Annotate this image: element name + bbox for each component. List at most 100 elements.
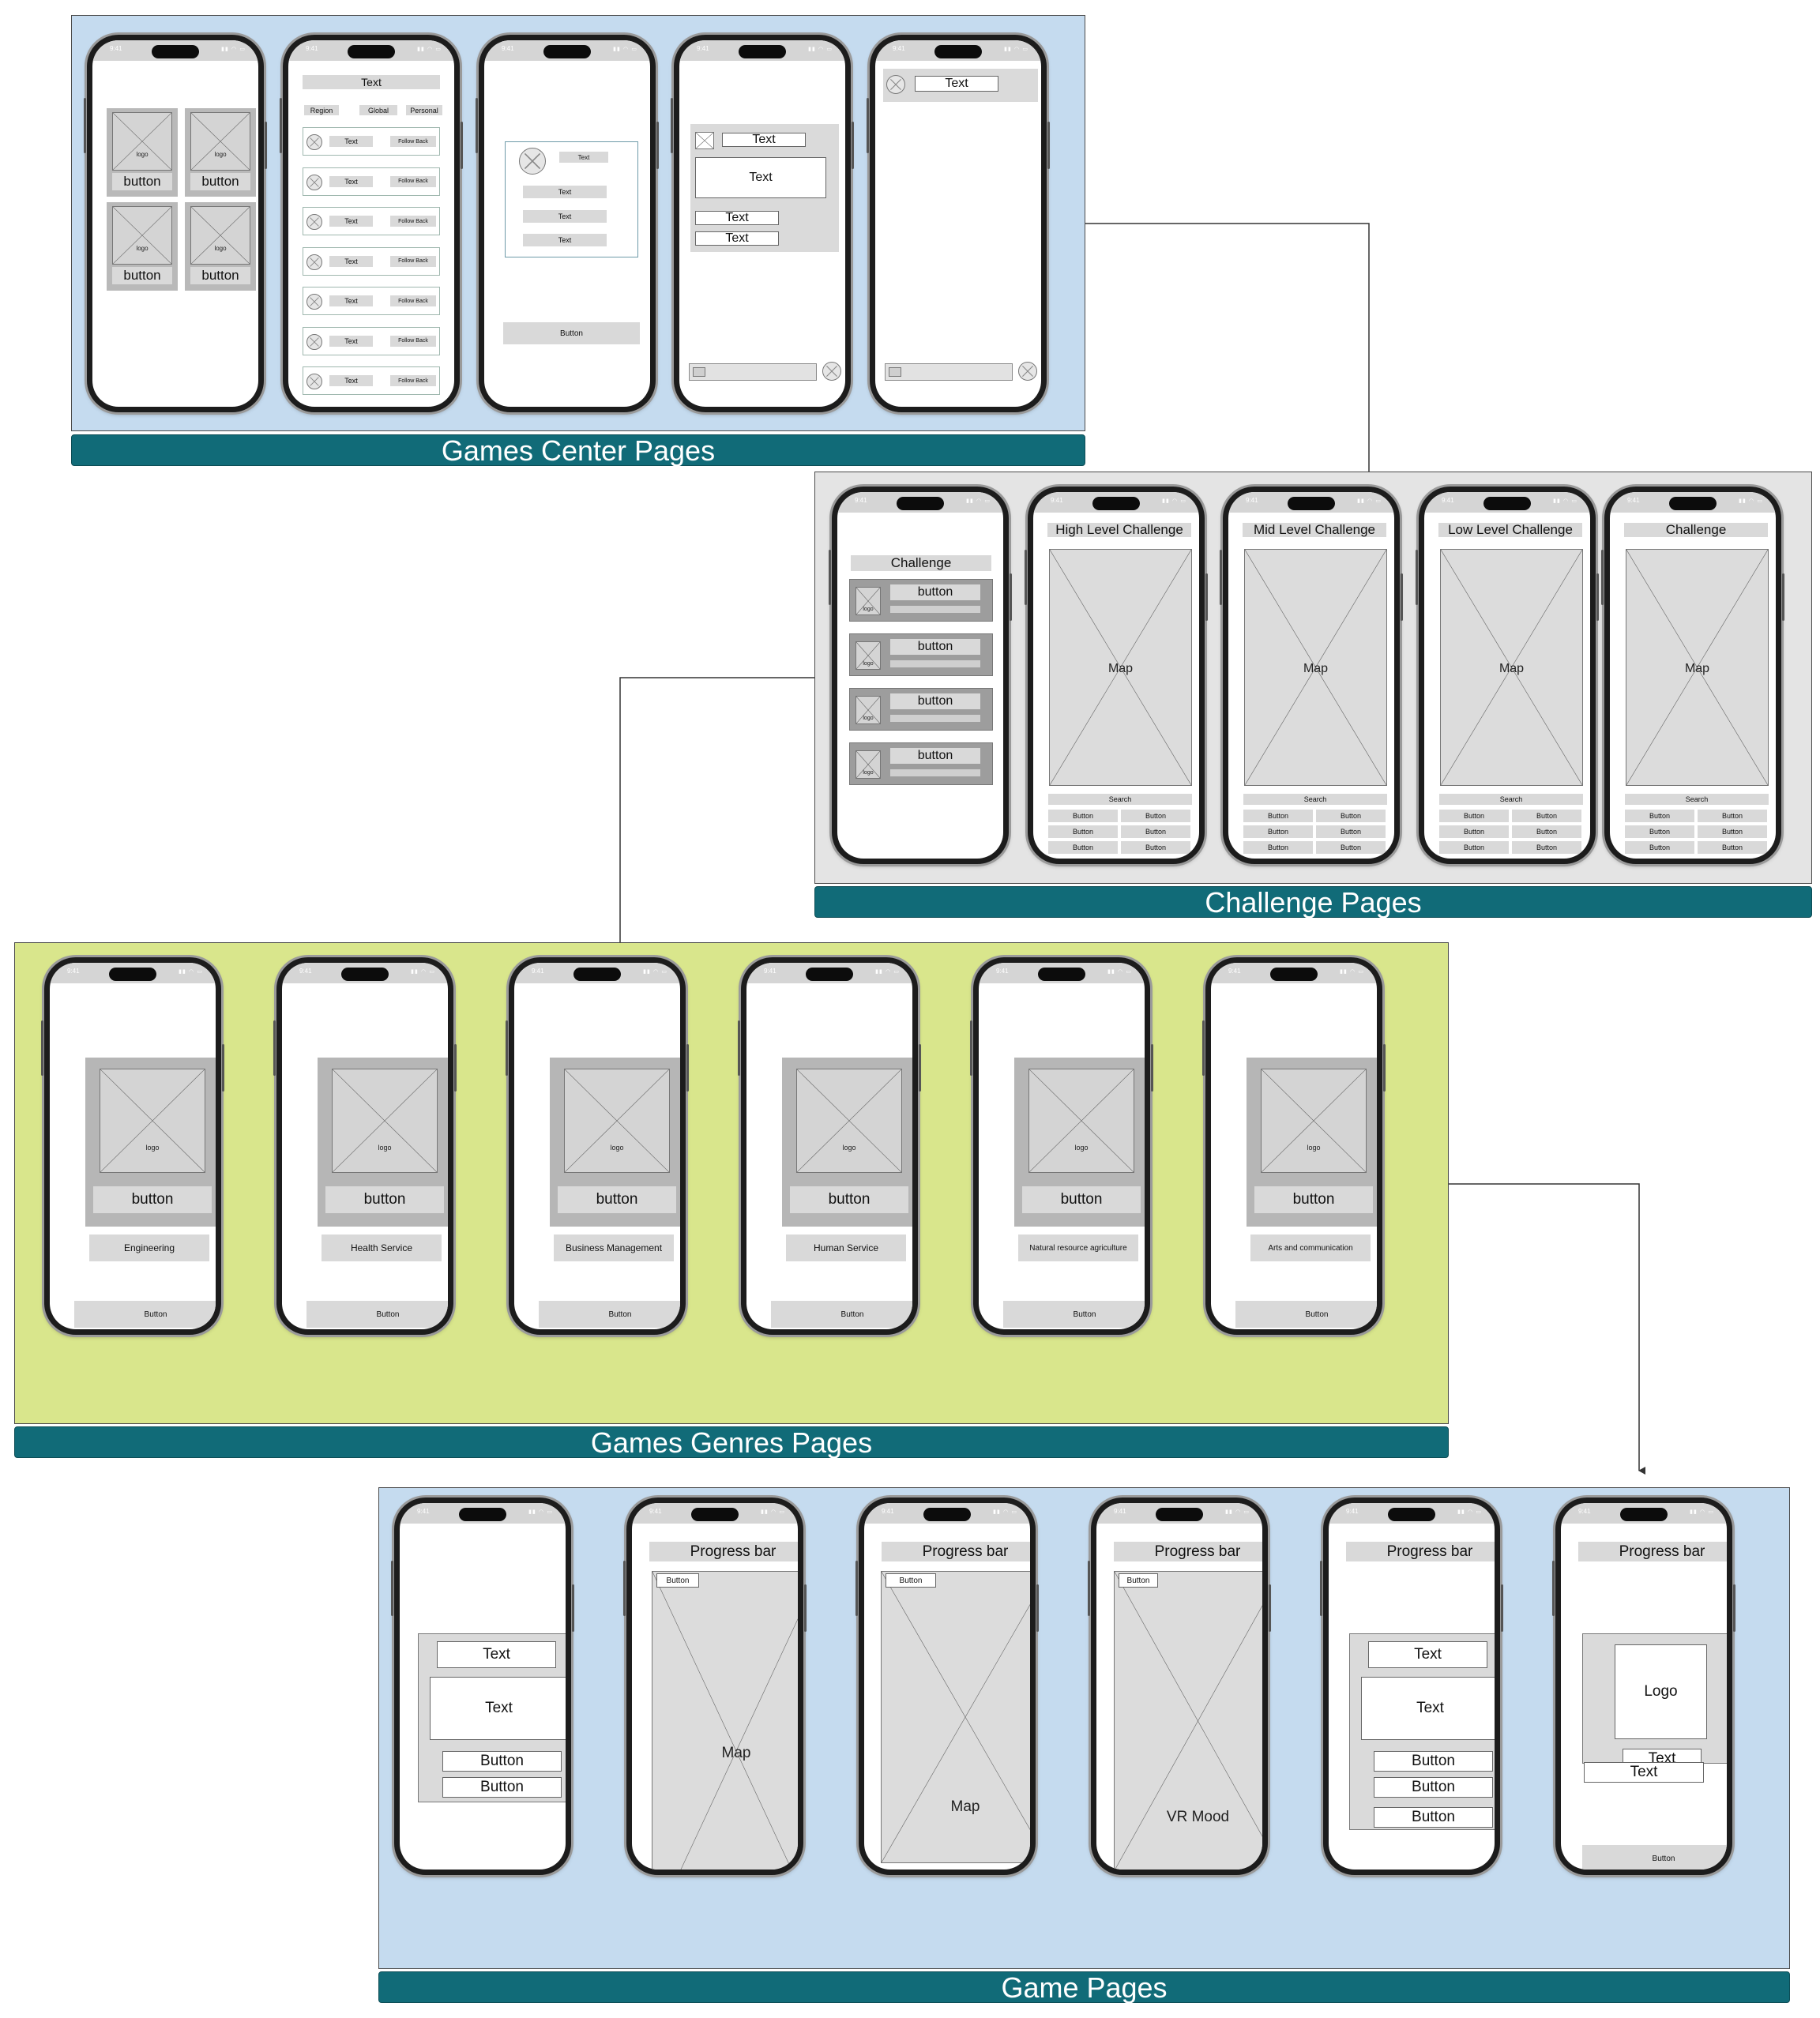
game-card-button[interactable]: button <box>190 173 250 190</box>
genre-action-button[interactable]: Button <box>1003 1301 1145 1328</box>
challenge-button[interactable]: button <box>890 584 980 600</box>
search-bar[interactable]: Search <box>1439 794 1583 805</box>
tab-personal[interactable]: Personal <box>406 105 442 115</box>
genre-button[interactable]: button <box>1022 1186 1141 1213</box>
map-button[interactable]: Button <box>1512 841 1581 854</box>
chat-text-2: Text <box>695 231 779 246</box>
quiz-option-2[interactable]: Button <box>1374 1777 1493 1798</box>
genre-button[interactable]: button <box>325 1186 444 1213</box>
map-button[interactable]: Button <box>1243 841 1313 854</box>
tab-region[interactable]: Region <box>304 105 339 115</box>
tab-global[interactable]: Global <box>359 105 397 115</box>
map-button[interactable]: Button <box>1243 810 1313 822</box>
genre-button[interactable]: button <box>558 1186 676 1213</box>
signal-battery-icon: ▮▮ ◠ ▭ <box>1739 498 1763 504</box>
map-button[interactable]: Button <box>1316 810 1386 822</box>
map-button[interactable]: Button <box>1121 825 1190 838</box>
challenge-button[interactable]: button <box>890 693 980 709</box>
map-button[interactable]: Button <box>1512 825 1581 838</box>
map-button[interactable]: Button <box>1512 810 1581 822</box>
intro-button-1[interactable]: Button <box>442 1751 562 1772</box>
send-icon[interactable] <box>822 362 841 381</box>
challenge-map: Map <box>1626 549 1769 786</box>
quiz-option-3[interactable]: Button <box>1374 1807 1493 1828</box>
map-button[interactable]: Button <box>1439 825 1509 838</box>
map-button[interactable]: Button <box>1121 841 1190 854</box>
map-button[interactable]: Button <box>1121 810 1190 822</box>
search-bar[interactable]: Search <box>1625 794 1769 805</box>
map-button[interactable]: Button <box>1698 841 1767 854</box>
map-button[interactable]: Button <box>1625 841 1694 854</box>
status-time: 9:41 <box>697 45 709 52</box>
status-bar: 9:41▮▮ ◠ ▭ <box>514 963 680 983</box>
follow-back-button[interactable]: Follow Back <box>390 335 436 347</box>
genre-button[interactable]: button <box>1254 1186 1373 1213</box>
placeholder-label: Map <box>1498 662 1525 675</box>
follow-back-button[interactable]: Follow Back <box>390 295 436 306</box>
vr-top-button[interactable]: Button <box>1119 1573 1158 1588</box>
map-button[interactable]: Button <box>1316 825 1386 838</box>
challenge-progress <box>890 660 980 667</box>
follow-back-button[interactable]: Follow Back <box>390 375 436 386</box>
genre-button[interactable]: button <box>790 1186 908 1213</box>
map-top-button[interactable]: Button <box>656 1573 699 1588</box>
follow-back-button[interactable]: Follow Back <box>390 136 436 147</box>
send-icon[interactable] <box>1018 362 1037 381</box>
map-button[interactable]: Button <box>1625 810 1694 822</box>
genre-button[interactable]: button <box>93 1186 212 1213</box>
map-button[interactable]: Button <box>1048 825 1118 838</box>
result-button[interactable]: Button <box>1582 1845 1727 1870</box>
follow-back-button[interactable]: Follow Back <box>390 216 436 227</box>
map-button[interactable]: Button <box>1048 810 1118 822</box>
challenge-button[interactable]: button <box>890 639 980 655</box>
map-button[interactable]: Button <box>1439 841 1509 854</box>
dynamic-island <box>1388 1508 1435 1521</box>
challenge-button[interactable]: button <box>890 748 980 764</box>
map-button[interactable]: Button <box>1698 825 1767 838</box>
genre-action-button[interactable]: Button <box>539 1301 680 1328</box>
map-button[interactable]: Button <box>1625 825 1694 838</box>
message-input[interactable] <box>885 363 1013 381</box>
quiz-option-1[interactable]: Button <box>1374 1751 1493 1772</box>
map-button[interactable]: Button <box>1316 841 1386 854</box>
map-button[interactable]: Button <box>1439 810 1509 822</box>
search-bar[interactable]: Search <box>1243 794 1387 805</box>
bottom-button[interactable]: Button <box>503 322 640 344</box>
game-card-button[interactable]: button <box>112 267 172 284</box>
map-button[interactable]: Button <box>1698 810 1767 822</box>
signal-battery-icon: ▮▮ ◠ ▭ <box>528 1509 553 1515</box>
follow-back-button[interactable]: Follow Back <box>390 175 436 187</box>
genre-action-button[interactable]: Button <box>771 1301 912 1328</box>
map-top-button[interactable]: Button <box>886 1573 936 1588</box>
map-button[interactable]: Button <box>1243 825 1313 838</box>
follow-back-button[interactable]: Follow Back <box>390 255 436 267</box>
message-input[interactable] <box>689 363 817 381</box>
genre-action-button[interactable]: Button <box>306 1301 448 1328</box>
phone-gc-chat-empty: 9:41▮▮ ◠ ▭Text <box>867 35 1050 412</box>
search-bar[interactable]: Search <box>1048 794 1192 805</box>
genre-action-button[interactable]: Button <box>1235 1301 1377 1328</box>
map-button[interactable]: Button <box>1048 841 1118 854</box>
game-card-button[interactable]: button <box>112 173 172 190</box>
progress-bar: Progress bar <box>1346 1542 1495 1561</box>
genre-action-button[interactable]: Button <box>74 1301 216 1328</box>
intro-button-2[interactable]: Button <box>442 1777 562 1798</box>
game-card-button[interactable]: button <box>190 267 250 284</box>
